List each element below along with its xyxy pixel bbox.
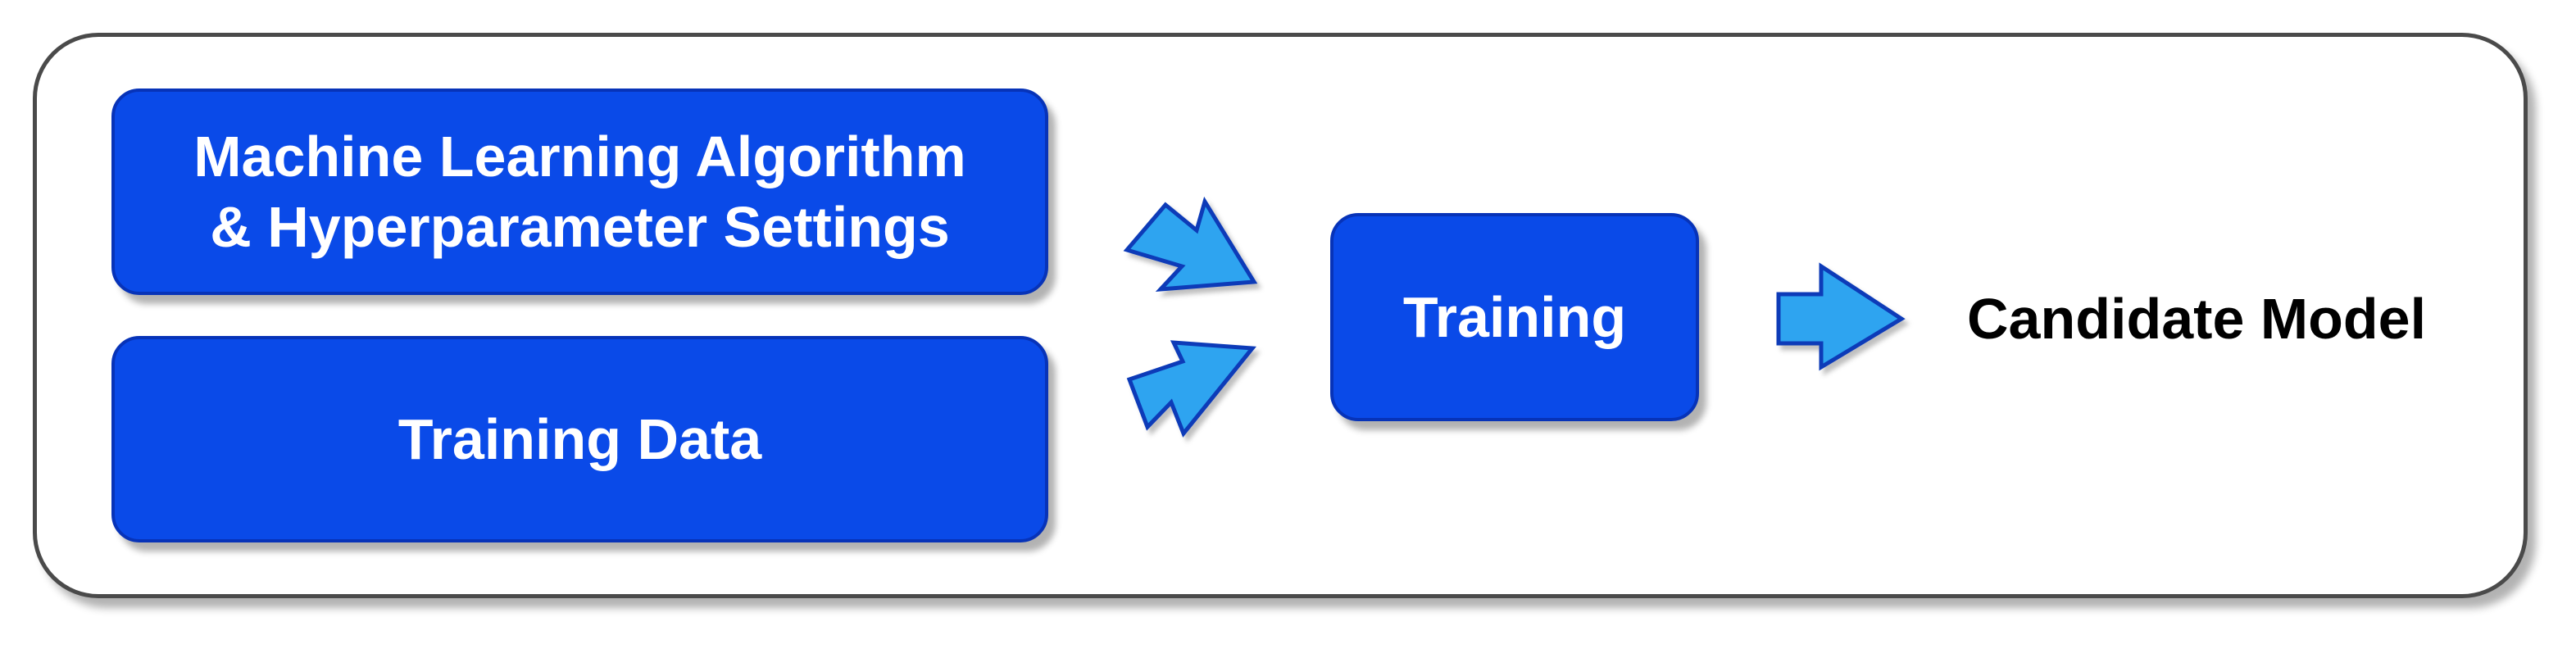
candidate-model-label: Candidate Model [1967, 287, 2427, 351]
arrow-data-to-training-icon [1126, 340, 1256, 438]
training-data-label: Training Data [398, 407, 762, 471]
arrow-algorithm-to-training-icon [1123, 196, 1258, 292]
algorithm-settings-box: Machine Learning Algorithm & Hyperparame… [111, 88, 1048, 295]
arrow-training-to-output-icon [1776, 262, 1906, 371]
training-box: Training [1330, 213, 1699, 421]
training-label: Training [1402, 285, 1627, 349]
training-data-box: Training Data [111, 336, 1048, 542]
algorithm-settings-line1: Machine Learning Algorithm [193, 125, 966, 188]
algorithm-settings-line2: & Hyperparameter Settings [210, 195, 950, 259]
